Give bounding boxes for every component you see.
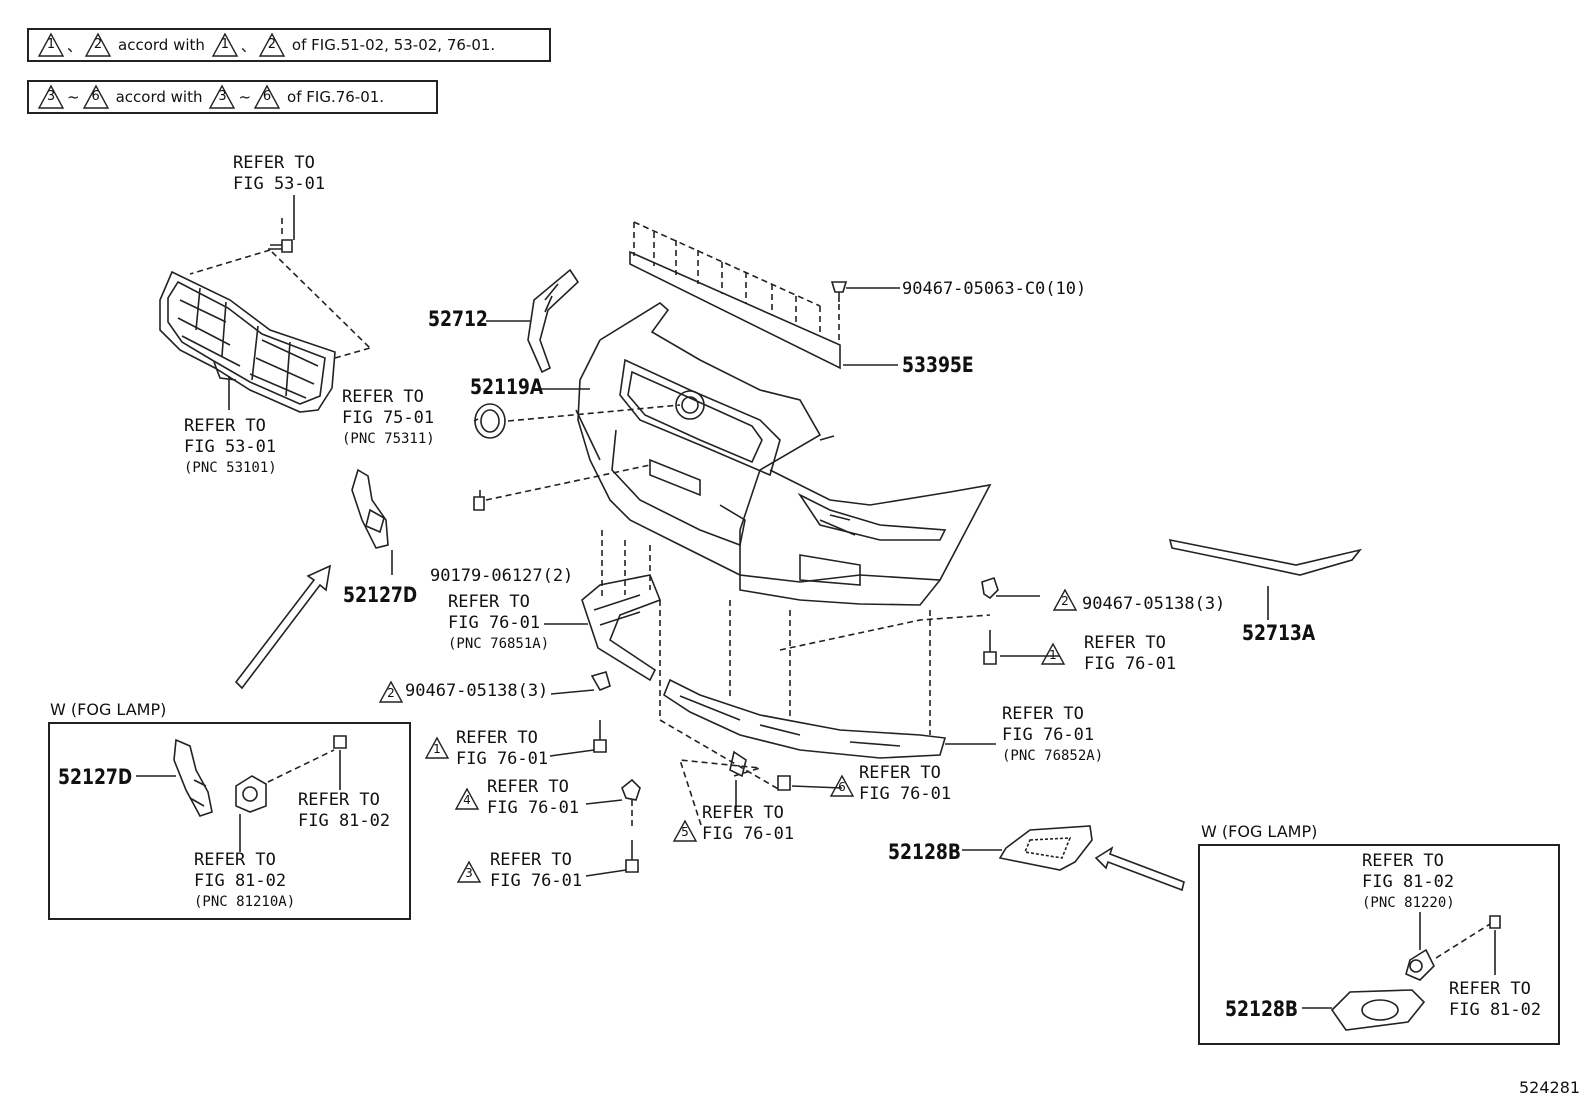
note-box-2: 3 ~ 6 accord with 3 ~ 6 of FIG.76-01.	[27, 80, 438, 114]
warning-triangle-icon: 3	[37, 84, 65, 110]
part-52128B-fog[interactable]: 52128B	[1225, 997, 1299, 1021]
part-52713A[interactable]: 52713A	[1242, 621, 1316, 645]
clip-right-illustration	[981, 576, 1040, 600]
part-53395E[interactable]: 53395E	[902, 353, 974, 377]
note-box-1: 1 、 2 accord with 1 、 2 of FIG.51-02, 53…	[27, 28, 551, 62]
upper-retainer-illustration	[629, 221, 848, 370]
fog-lamp-variant-title-left: W (FOG LAMP)	[50, 700, 167, 719]
nut-illustration	[473, 464, 651, 511]
warning-triangle-icon: 6	[82, 84, 110, 110]
note-mark-4-icon: 4	[454, 787, 480, 811]
part-52127D-fog[interactable]: 52127D	[58, 765, 133, 789]
part-52127D[interactable]: 52127D	[343, 583, 418, 607]
left-fog-illustration	[173, 735, 347, 817]
right-fog-illustration	[1330, 915, 1501, 1031]
note-mark-2-icon: 2	[1052, 588, 1078, 612]
fog-lamp-variant-box-right	[1198, 844, 1560, 1045]
clip-part-number-left[interactable]: 90467-05138(3)	[405, 681, 549, 701]
assembly-arrow-right	[1094, 846, 1185, 892]
note-mark-1-icon: 1	[424, 736, 450, 760]
note-text: accord with	[115, 88, 203, 106]
lower-absorber-illustration	[581, 530, 662, 682]
part-52712[interactable]: 52712	[428, 307, 488, 331]
note-mark-3-icon: 3	[456, 860, 482, 884]
part-52119A[interactable]: 52119A	[470, 375, 544, 399]
bumper-cover-illustration	[575, 302, 992, 606]
left-garnish-illustration	[351, 468, 389, 549]
note-text: accord with	[118, 36, 205, 54]
nut-part-number[interactable]: 90179-06127(2)	[430, 566, 574, 586]
screws-illustration	[593, 630, 997, 873]
right-bumper-bracket-illustration	[1168, 538, 1363, 576]
assembly-arrow-left	[234, 564, 332, 690]
warning-triangle-icon: 6	[253, 84, 281, 110]
fog-cover-illustration	[998, 825, 1093, 871]
note-tail: of FIG.51-02, 53-02, 76-01.	[291, 36, 496, 54]
warning-triangle-icon: 1	[211, 32, 239, 58]
fog-lamp-variant-title-right: W (FOG LAMP)	[1201, 822, 1318, 841]
note-mark-5-icon: 5	[672, 819, 698, 843]
left-bumper-bracket-illustration	[527, 268, 580, 374]
clip-left-illustration	[590, 671, 611, 692]
clip-part-number-top[interactable]: 90467-05063-C0(10)	[902, 279, 1087, 299]
leader-lines	[136, 195, 1421, 1009]
warning-triangle-icon: 1	[37, 32, 65, 58]
part-52128B[interactable]: 52128B	[888, 840, 962, 864]
lower-spoiler-illustration	[659, 600, 991, 791]
fog-lamp-variant-box-left	[48, 722, 411, 920]
note-tail: of FIG.76-01.	[287, 88, 385, 106]
clip-part-number-right[interactable]: 90467-05138(3)	[1082, 594, 1226, 614]
radiator-grille-illustration	[159, 270, 336, 413]
note-mark-6-icon: 6	[829, 774, 855, 798]
warning-triangle-icon: 3	[208, 84, 236, 110]
warning-triangle-icon: 2	[84, 32, 112, 58]
note-mark-1-icon: 1	[1040, 642, 1066, 666]
note-mark-2-icon: 2	[378, 680, 404, 704]
grille-clip-illustration	[189, 218, 371, 359]
figure-number: 524281	[1519, 1078, 1581, 1097]
warning-triangle-icon: 2	[258, 32, 286, 58]
